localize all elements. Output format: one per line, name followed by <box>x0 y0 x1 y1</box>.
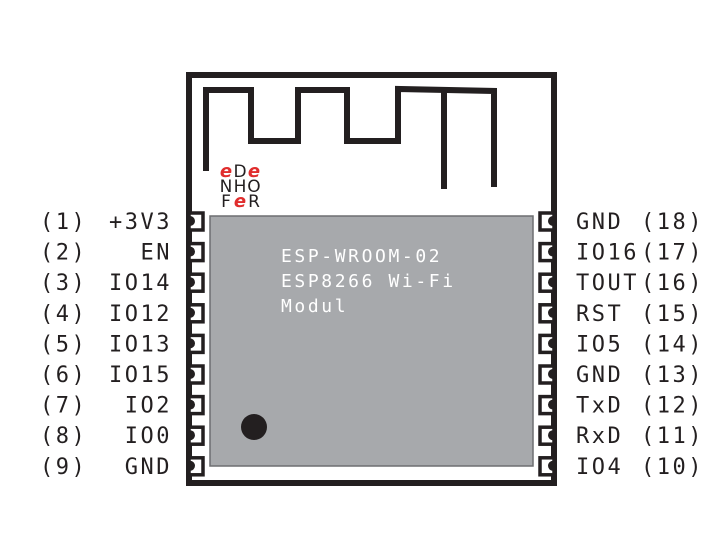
left-pin-pad <box>187 333 205 355</box>
right-pin-name: IO5 <box>576 332 623 357</box>
right-pin-name: IO4 <box>576 455 623 480</box>
right-pin-name: GND <box>576 363 623 388</box>
left-pin-number: (3) <box>40 271 87 296</box>
right-pin-name: GND <box>576 210 623 235</box>
logo-letter: e <box>248 161 260 182</box>
right-pin-name: TxD <box>576 394 623 419</box>
logo-letter: H <box>234 177 247 197</box>
shield-text-line-3: Modul <box>281 296 348 317</box>
right-pin-number: (11) <box>641 424 702 449</box>
left-pin-name: GND <box>125 455 172 480</box>
left-pin-pad <box>187 425 205 446</box>
logo-letter: N <box>220 177 233 197</box>
left-pin-number: (7) <box>40 394 87 419</box>
right-pin-pad <box>538 394 556 416</box>
left-pin-name: IO12 <box>109 302 172 327</box>
left-pin-pad <box>187 303 205 324</box>
right-pin-name: TOUT <box>576 271 639 296</box>
pcb-antenna-trace <box>203 85 497 187</box>
logo-letter: D <box>233 162 246 182</box>
right-pin-number: (15) <box>641 302 702 327</box>
left-pin-name: +3V3 <box>109 210 172 235</box>
left-pin-name: IO13 <box>109 332 172 357</box>
left-pin-number: (8) <box>40 424 87 449</box>
right-pin-number: (12) <box>641 394 702 419</box>
right-pin-pad <box>538 272 556 293</box>
left-pin-pad <box>187 272 205 293</box>
left-pin-number: (5) <box>40 332 87 357</box>
right-pin-name: IO16 <box>576 241 639 266</box>
right-pin-number: (10) <box>641 455 702 480</box>
shield-text-line-1: ESP-WROOM-02 <box>281 246 442 267</box>
right-pin-pad <box>538 425 556 446</box>
left-pin-number: (2) <box>40 241 87 266</box>
left-pin-pad <box>187 241 205 263</box>
right-pin-pad <box>538 333 556 355</box>
logo-letter: F <box>221 192 231 212</box>
left-pin-number: (1) <box>40 210 87 235</box>
right-pin-number: (17) <box>641 241 702 266</box>
left-pin-pad <box>187 211 205 232</box>
shield-text-line-2: ESP8266 Wi-Fi <box>281 271 456 292</box>
right-pin-number: (13) <box>641 363 702 388</box>
left-pin-pad <box>187 394 205 416</box>
right-pin-pad <box>538 211 556 232</box>
left-pin-name: IO2 <box>125 394 172 419</box>
right-pin-number: (18) <box>641 210 702 235</box>
right-pin-name: RxD <box>576 424 623 449</box>
right-pin-name: RST <box>576 302 623 327</box>
logo-letter: R <box>248 192 260 212</box>
logo-letter: O <box>247 177 260 197</box>
right-pin-pad <box>538 241 556 263</box>
right-pin-pad <box>538 364 556 385</box>
left-pin-number: (6) <box>40 363 87 388</box>
left-pin-number: (4) <box>40 302 87 327</box>
right-pin-pad <box>538 303 556 324</box>
left-pin-pad <box>187 364 205 385</box>
left-pin-name: IO14 <box>109 271 172 296</box>
right-pin-pad <box>538 456 556 477</box>
right-pin-number: (14) <box>641 332 702 357</box>
left-pin-number: (9) <box>40 455 87 480</box>
left-pin-name: IO0 <box>125 424 172 449</box>
right-pin-number: (16) <box>641 271 702 296</box>
left-pin-pad <box>187 456 205 477</box>
logo-letter: e <box>220 161 232 182</box>
left-pin-name: EN <box>141 241 173 266</box>
left-pin-name: IO15 <box>109 363 172 388</box>
logo-letter: e <box>234 191 246 212</box>
pin1-marker-dot <box>241 414 267 440</box>
